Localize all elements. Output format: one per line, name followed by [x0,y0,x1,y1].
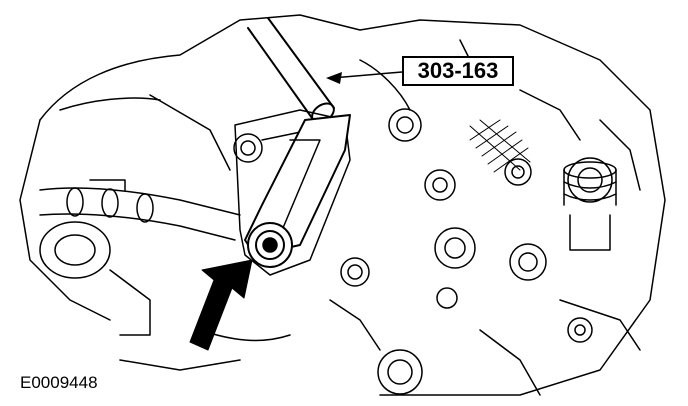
direction-arrow [189,259,253,351]
socket-on-valve [247,222,293,268]
valve-spring [563,161,617,251]
tool-callout-leader [326,71,403,84]
figure-id: E0009448 [20,373,98,392]
cylinder-head-casting [19,14,666,396]
hatch-texture [469,119,531,173]
hose-assembly [39,179,241,336]
special-tool-handle [244,17,351,256]
bolt-heads [233,108,613,395]
tool-number-label: 303-163 [402,56,514,86]
